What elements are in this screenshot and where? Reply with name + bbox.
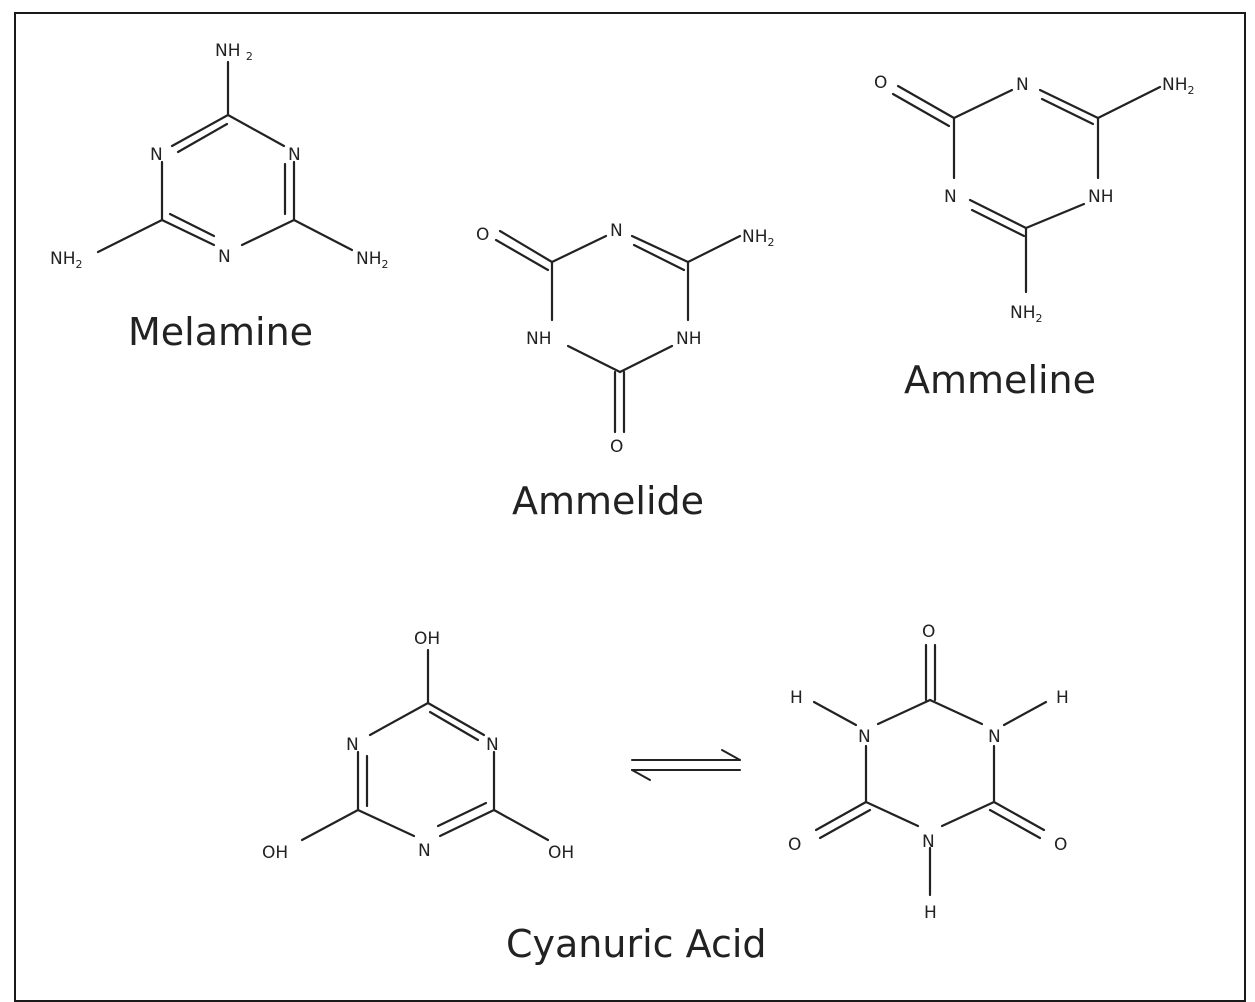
cyanuric-enol-atom-n-left: N bbox=[346, 735, 359, 755]
atom-subscript: 2 bbox=[246, 50, 253, 63]
cyanuric-keto-atom-n-right: N bbox=[988, 727, 1001, 747]
ammeline-structure: O N NH2 N NH NH2 Ammeline bbox=[874, 73, 1195, 402]
atom-subscript: 2 bbox=[1188, 84, 1195, 97]
melamine-atom-n-bottom: N bbox=[218, 247, 231, 267]
cyanuric-acid-enol-structure: OH N N N OH OH bbox=[262, 629, 574, 863]
cyanuric-keto-atom-n-left: N bbox=[858, 727, 871, 747]
cyanuric-keto-atom-n-bottom: N bbox=[922, 832, 935, 852]
cyanuric-enol-atom-n-right: N bbox=[486, 735, 499, 755]
ammeline-atom-nh-right: NH bbox=[1088, 187, 1114, 207]
ammelide-atom-n-top: N bbox=[610, 221, 623, 241]
cyanuric-enol-atom-n-bottom: N bbox=[418, 841, 431, 861]
melamine-atom-n-right: N bbox=[288, 145, 301, 165]
melamine-label: Melamine bbox=[128, 310, 313, 354]
cyanuric-enol-atom-oh-top: OH bbox=[414, 629, 440, 649]
cyanuric-acid-label: Cyanuric Acid bbox=[506, 922, 767, 966]
ammelide-structure: O N NH2 NH NH O Ammelide bbox=[476, 221, 775, 523]
cyanuric-keto-atom-o-right: O bbox=[1054, 835, 1067, 855]
cyanuric-keto-atom-o-top: O bbox=[922, 622, 935, 642]
melamine-atom-nh2-right: NH2 bbox=[356, 249, 389, 271]
ammelide-atom-nh2-right: NH2 bbox=[742, 227, 775, 249]
atom-label: NH bbox=[215, 41, 241, 61]
ammeline-atom-n-left: N bbox=[944, 187, 957, 207]
melamine-atom-top-nh2: NH 2 bbox=[215, 41, 253, 63]
ammeline-label: Ammeline bbox=[904, 358, 1096, 402]
cyanuric-enol-bonds bbox=[300, 648, 550, 842]
ammeline-atom-nh2-bottom: NH2 bbox=[1010, 303, 1043, 325]
ammelide-atom-nh-left: NH bbox=[526, 329, 552, 349]
ammelide-atom-o-bottom: O bbox=[610, 437, 623, 457]
cyanuric-keto-atom-h-right: H bbox=[1056, 688, 1069, 708]
cyanuric-keto-atom-o-left: O bbox=[788, 835, 801, 855]
melamine-structure: NH 2 N N N NH2 NH2 Melamine bbox=[50, 41, 389, 354]
cyanuric-keto-atom-h-left: H bbox=[790, 688, 803, 708]
ammeline-atom-nh2-top: NH2 bbox=[1162, 75, 1195, 97]
melamine-bonds bbox=[96, 60, 354, 254]
ammelide-atom-nh-right: NH bbox=[676, 329, 702, 349]
atom-subscript: 2 bbox=[382, 258, 389, 271]
melamine-atom-nh2-left: NH2 bbox=[50, 249, 83, 271]
melamine-atom-n-left: N bbox=[150, 145, 163, 165]
ammelide-atom-o-left: O bbox=[476, 225, 489, 245]
cyanuric-keto-atom-h-bottom: H bbox=[924, 903, 937, 923]
cyanuric-enol-atom-oh-right: OH bbox=[548, 843, 574, 863]
ammeline-atom-o-left: O bbox=[874, 73, 887, 93]
atom-subscript: 2 bbox=[76, 258, 83, 271]
cyanuric-keto-bonds bbox=[812, 643, 1048, 897]
atom-subscript: 2 bbox=[768, 236, 775, 249]
ammelide-label: Ammelide bbox=[512, 479, 704, 523]
ammeline-atom-n-top: N bbox=[1016, 75, 1029, 95]
cyanuric-acid-keto-structure: O H N N H O N O H bbox=[788, 622, 1069, 923]
ammelide-bonds bbox=[494, 229, 742, 434]
atom-subscript: 2 bbox=[1036, 312, 1043, 325]
cyanuric-enol-atom-oh-left: OH bbox=[262, 843, 288, 863]
ammeline-bonds bbox=[891, 84, 1162, 294]
equilibrium-arrows-icon bbox=[631, 749, 741, 781]
